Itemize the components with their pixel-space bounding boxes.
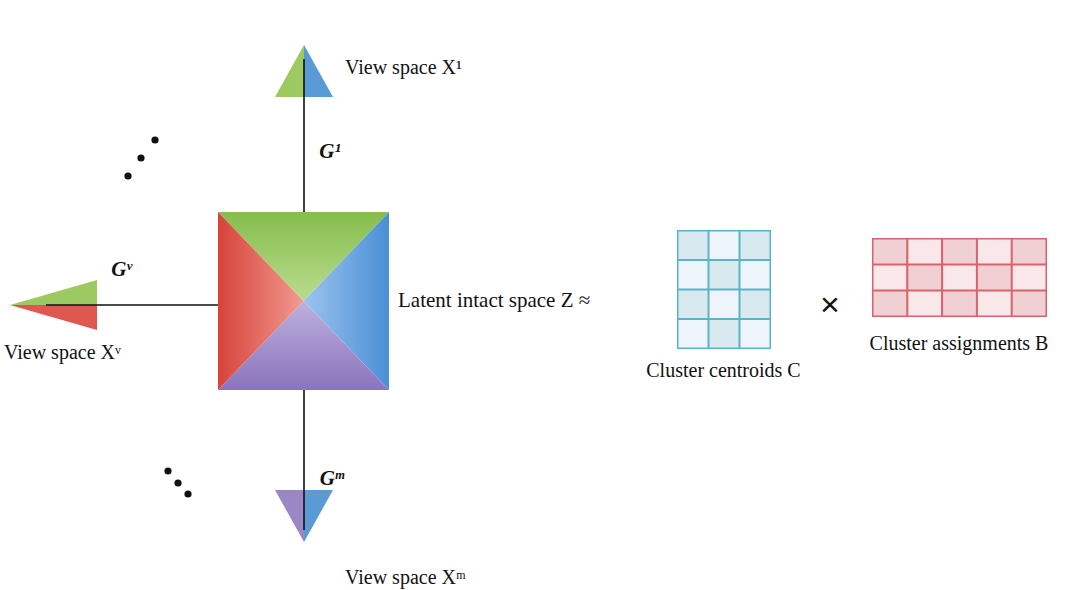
matrix-cell — [977, 291, 1011, 317]
shape-facet — [10, 305, 97, 330]
projection-axis — [303, 59, 305, 97]
free-label-box: × — [820, 286, 840, 323]
node-label-box: Cluster assignments B — [870, 331, 1049, 355]
matrix-cell — [709, 319, 740, 348]
projection-axis — [46, 304, 97, 306]
latent-square-shape — [218, 212, 389, 390]
shape-facet — [275, 490, 304, 542]
matrix-cell — [873, 239, 907, 265]
matrix-cell — [678, 260, 709, 289]
node-label: Cluster centroids C — [646, 359, 800, 381]
view-triangle: View space Xᵛ — [10, 280, 97, 330]
view-triangle: View space Xᵐ — [275, 490, 333, 542]
projection-axis — [303, 490, 305, 530]
multiply-sign: × — [820, 285, 840, 323]
assignment-matrix-shape — [872, 238, 1046, 316]
node-label: View space Xᵐ — [345, 566, 466, 588]
matrix-cell — [740, 260, 771, 289]
node-label-box: Latent intact space Z ≈ — [398, 288, 590, 312]
mapping-label: Gᵛ — [111, 257, 132, 281]
view-triangle-shape — [275, 490, 333, 542]
view-triangle-shape — [275, 45, 333, 97]
centroid-matrix: Cluster centroids C — [677, 230, 770, 348]
centroid-matrix-shape — [677, 230, 770, 348]
matrix-cell — [942, 239, 976, 265]
projection-line — [303, 390, 305, 490]
matrix-cell — [942, 291, 976, 317]
projection-line — [97, 304, 218, 306]
matrix-cell — [908, 239, 942, 265]
shape-facet — [218, 212, 304, 390]
node-label-box: View space Xᵛ — [4, 340, 121, 364]
matrix-cell — [678, 231, 709, 260]
node-label-box: View space Xᵐ — [345, 565, 466, 589]
matrix-cell — [709, 260, 740, 289]
node-label: Latent intact space Z ≈ — [398, 288, 590, 312]
matrix-cell — [740, 290, 771, 319]
matrix-cell — [873, 291, 907, 317]
view-triangle-shape — [10, 280, 97, 330]
ellipsis-dots-lower — [164, 467, 191, 497]
matrix-cell — [873, 265, 907, 291]
shape-facet — [10, 280, 97, 305]
matrix-cell — [678, 319, 709, 348]
matrix-cell — [977, 265, 1011, 291]
matrix-cell — [709, 231, 740, 260]
node-label: Cluster assignments B — [870, 332, 1049, 354]
edge-label-box: Gᵛ — [111, 257, 132, 281]
node-label: View space Xᵛ — [4, 341, 121, 363]
shape-facet — [275, 45, 304, 97]
node-label-box: Cluster centroids C — [646, 358, 800, 382]
matrix-cell — [908, 265, 942, 291]
ellipsis-dots-upper — [124, 136, 158, 179]
node-label-box: View space X¹ — [345, 55, 462, 79]
node-label: View space X¹ — [345, 56, 462, 78]
matrix-cell — [1012, 265, 1046, 291]
assignment-matrix: Cluster assignments B — [872, 238, 1046, 316]
matrix-cell — [942, 265, 976, 291]
matrix-cell — [678, 290, 709, 319]
shape-facet — [304, 490, 333, 542]
mapping-label: Gᵐ — [320, 466, 345, 490]
edge-label-box: G¹ — [319, 139, 340, 163]
matrix-cell — [977, 239, 1011, 265]
mapping-label: G¹ — [319, 139, 340, 163]
latent-square: Latent intact space Z ≈ — [218, 212, 389, 390]
matrix-cell — [1012, 291, 1046, 317]
matrix-cell — [740, 231, 771, 260]
matrix-cell — [1012, 239, 1046, 265]
shape-facet — [304, 45, 333, 97]
view-triangle: View space X¹ — [275, 45, 333, 97]
matrix-cell — [908, 291, 942, 317]
matrix-cell — [740, 319, 771, 348]
matrix-cell — [709, 290, 740, 319]
edge-label-box: Gᵐ — [320, 466, 345, 490]
projection-line — [303, 97, 305, 212]
